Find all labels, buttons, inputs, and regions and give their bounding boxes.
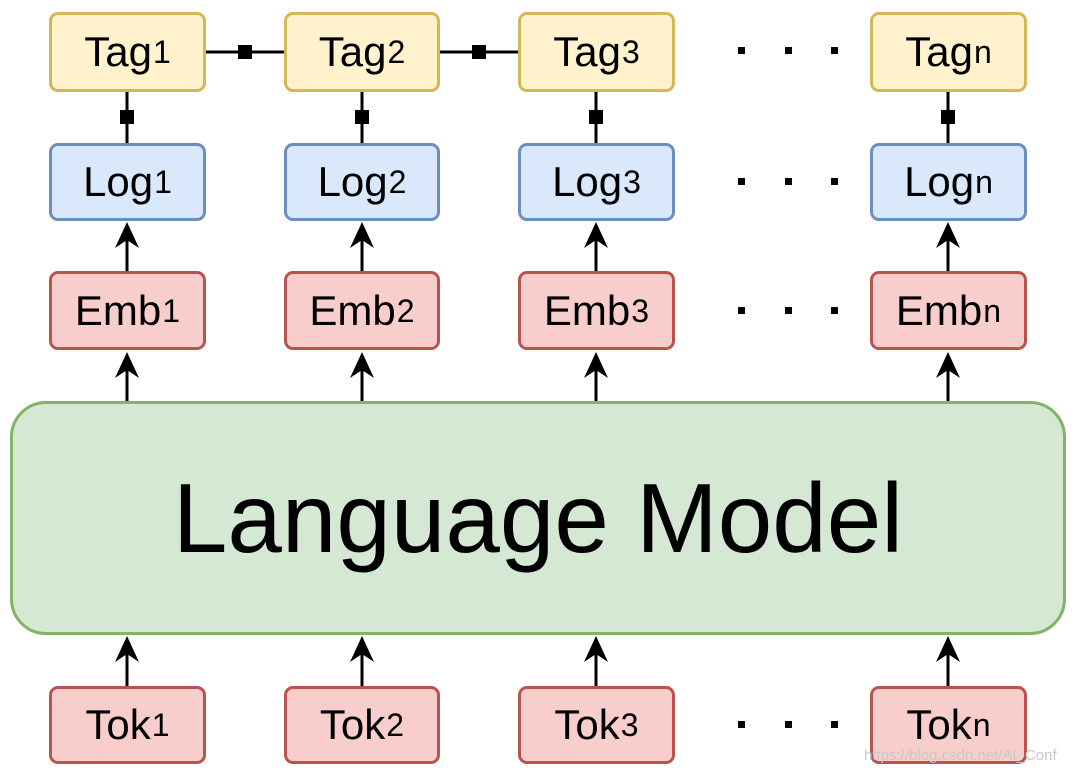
emb-label-1: Emb: [74, 286, 162, 334]
arrow-emb-log-n: [936, 222, 960, 271]
arrow-emb-log-1: [115, 222, 139, 271]
ellipsis-dot: [831, 46, 838, 54]
arrow-lm-emb-n: [936, 352, 960, 401]
arrow-tok-lm-n: [936, 636, 960, 686]
ellipsis-dot: [784, 306, 792, 314]
arrow-emb-log-2: [350, 222, 374, 271]
tok-label-3: Tok: [554, 701, 620, 748]
arrow-tok-lm-2: [350, 636, 374, 686]
tag-label-2: Tag: [318, 28, 387, 75]
language-model-label: Language Model: [172, 462, 904, 573]
log-label-3: Log: [552, 158, 623, 205]
ellipsis-dot: [738, 177, 745, 185]
emb-label-n: Emb: [895, 286, 983, 334]
arrow-tok-lm-3: [584, 636, 608, 686]
emb-label-3: Emb: [543, 286, 631, 334]
ellipsis-dot: [738, 720, 745, 728]
tok-label-2: Tok: [319, 701, 386, 748]
log-label-2: Log: [317, 158, 388, 205]
log-tag-link-3: [589, 92, 603, 143]
ellipsis-tok-row: [738, 714, 838, 734]
log-tag-link-2: [355, 92, 369, 143]
arrow-tok-lm-1: [115, 636, 139, 686]
ellipsis-dot: [738, 306, 745, 314]
ellipsis-dot: [831, 306, 838, 314]
emb-label-2: Emb: [309, 286, 396, 334]
log-label-n: Log: [904, 158, 975, 205]
tok-label-1: Tok: [85, 701, 151, 748]
ellipsis-emb-row: [738, 300, 838, 320]
ellipsis-dot: [738, 46, 745, 54]
tok-label-n: Tok: [906, 701, 972, 748]
watermark-url: https://blog.csdn.net/AI_Conf: [864, 747, 1057, 764]
ellipsis-dot: [784, 720, 792, 728]
language-model-block: Language Model: [10, 401, 1066, 635]
log-tag-link-n: [941, 92, 955, 143]
arrow-lm-emb-2: [350, 352, 374, 401]
tag-link-1-2: [206, 45, 284, 59]
log-label-1: Log: [83, 158, 154, 205]
arrow-lm-emb-1: [115, 352, 139, 401]
ellipsis-dot: [784, 177, 792, 185]
ellipsis-log-row: [738, 171, 838, 191]
ellipsis-dot: [831, 177, 838, 185]
tag-label-1: Tag: [84, 28, 152, 75]
log-tag-link-1: [120, 92, 134, 143]
ellipsis-dot: [831, 720, 838, 728]
tag-label-3: Tag: [553, 28, 621, 75]
arrow-emb-log-3: [584, 222, 608, 271]
tag-label-n: Tag: [905, 28, 973, 75]
arrow-lm-emb-3: [584, 352, 608, 401]
ellipsis-tag-row: [738, 40, 838, 60]
tag-link-2-3: [440, 45, 518, 59]
ellipsis-dot: [784, 46, 792, 54]
